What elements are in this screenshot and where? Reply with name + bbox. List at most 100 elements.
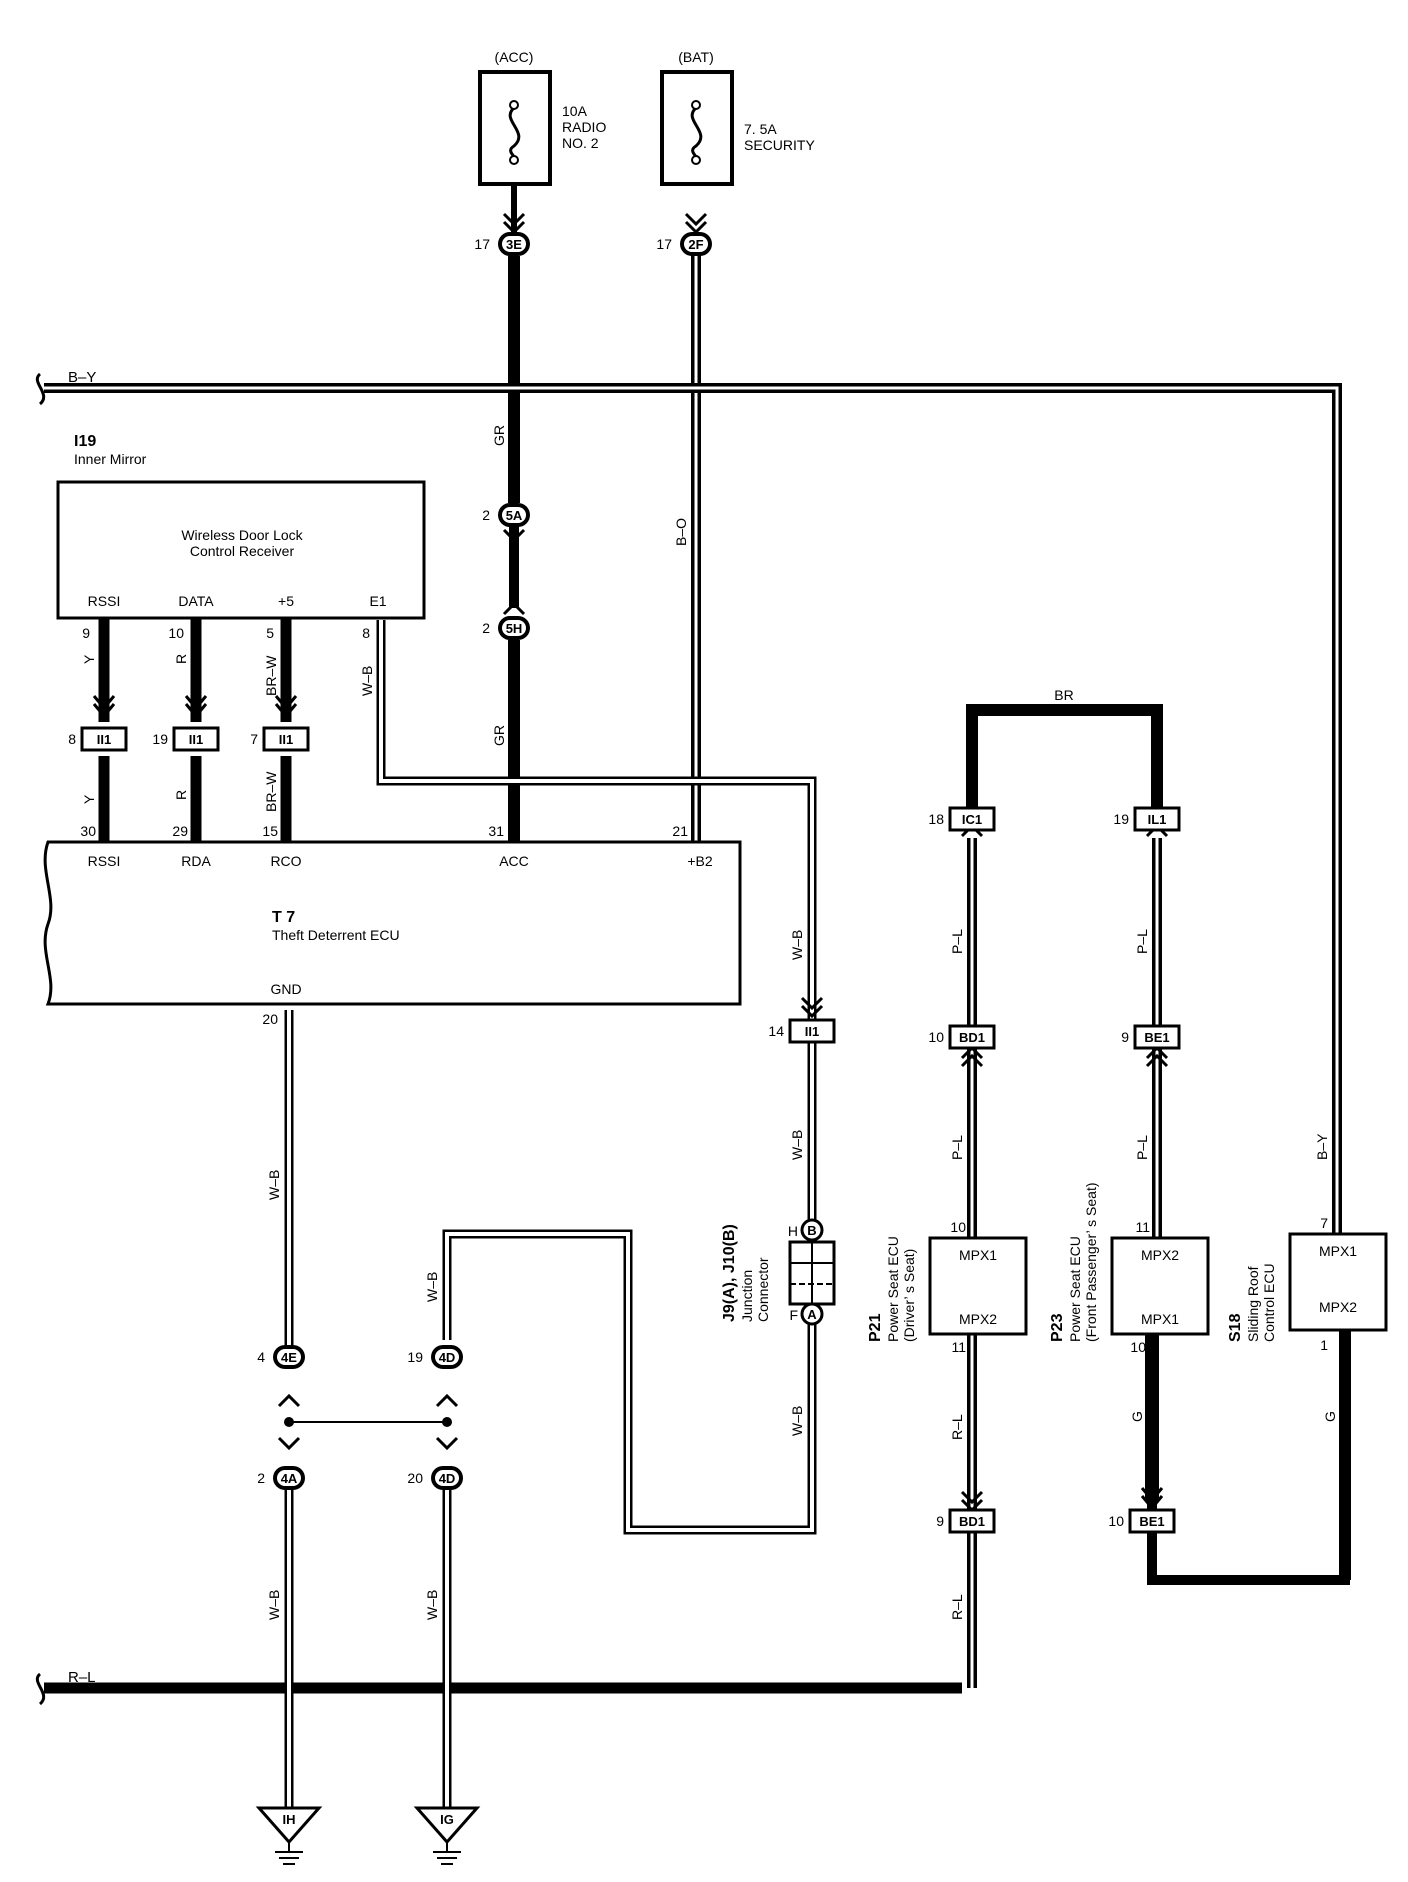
p23-name-1: Power Seat ECU [1067, 1236, 1083, 1342]
svg-text:H: H [788, 1223, 798, 1239]
svg-text:17: 17 [474, 236, 490, 252]
t7-pin-acc: 31 [488, 823, 504, 839]
i19-pin-data: 10 [168, 625, 184, 641]
svg-text:R: R [173, 654, 189, 664]
i19-desc-2: Control Receiver [190, 543, 295, 559]
svg-text:W–B: W–B [789, 1130, 805, 1160]
p21-bot-term: MPX2 [959, 1311, 997, 1327]
svg-text:A: A [807, 1307, 817, 1322]
connector-4d-lower: 4D 20 [407, 1466, 463, 1490]
wires-striped [44, 250, 1342, 1808]
bus-break-top-icon [35, 372, 46, 406]
svg-text:B–Y: B–Y [1314, 1133, 1330, 1160]
t7-code: T 7 [272, 909, 295, 926]
t7-theft-deterrent-ecu: RSSI RDA RCO ACC +B2 30 29 15 31 21 T 7 … [43, 823, 742, 1027]
svg-text:R–L: R–L [949, 1594, 965, 1620]
svg-text:5H: 5H [506, 621, 523, 636]
s18-top-pin: 7 [1320, 1215, 1328, 1231]
i19-term-rssi: RSSI [88, 593, 121, 609]
connector-4d-upper: 4D 19 [407, 1345, 463, 1369]
s18-code: S18 [1227, 1313, 1244, 1342]
i19-inner-mirror: I19 Inner Mirror Wireless Door Lock Cont… [56, 433, 426, 641]
p23-bot-term: MPX1 [1141, 1311, 1179, 1327]
svg-text:R: R [173, 790, 189, 800]
svg-text:BE1: BE1 [1144, 1030, 1169, 1045]
svg-text:W–B: W–B [789, 930, 805, 960]
connector-5a: 5A 2 [482, 503, 530, 527]
p21-name-1: Power Seat ECU [885, 1236, 901, 1342]
p21-top-pin: 10 [950, 1219, 966, 1235]
svg-text:IC1: IC1 [962, 812, 982, 827]
svg-text:10: 10 [928, 1029, 944, 1045]
splice-dot-left [284, 1417, 294, 1427]
svg-text:B: B [807, 1223, 816, 1238]
svg-text:5A: 5A [506, 508, 523, 523]
svg-text:B–O: B–O [673, 518, 689, 546]
connector-4e: 4E 4 [257, 1345, 305, 1369]
svg-text:BR–W: BR–W [263, 771, 279, 812]
svg-text:W–B: W–B [359, 666, 375, 696]
bus-break-bottom-icon [35, 1672, 46, 1706]
svg-text:W–B: W–B [424, 1272, 440, 1302]
t7-term-rda: RDA [181, 853, 211, 869]
i19-pin-e1: 8 [362, 625, 370, 641]
svg-text:BD1: BD1 [959, 1030, 985, 1045]
p23-power-seat-ecu-passenger: MPX2 MPX1 11 10 P23 Power Seat ECU (Fron… [1049, 1182, 1210, 1355]
svg-text:II1: II1 [805, 1024, 819, 1039]
t7-term-acc: ACC [499, 853, 529, 869]
fuse-bat-source: (BAT) [678, 49, 714, 65]
connector-ic1: IC1 18 [928, 806, 996, 832]
t7-pin-rda: 29 [172, 823, 188, 839]
connector-ii1-wb: II1 14 [768, 1018, 836, 1044]
rect-connectors: II1 8 II1 19 II1 7 II1 14 IC1 18 IL1 19 [68, 726, 1181, 1534]
connector-5h: 5H 2 [482, 616, 530, 640]
svg-text:BD1: BD1 [959, 1514, 985, 1529]
svg-text:G: G [1129, 1411, 1145, 1422]
svg-text:BE1: BE1 [1139, 1514, 1164, 1529]
i19-code: I19 [74, 433, 96, 450]
t7-term-gnd: GND [270, 981, 301, 997]
ground-ih: IH [255, 1806, 323, 1865]
wires-solid [44, 184, 1351, 1694]
svg-text:19: 19 [1113, 811, 1129, 827]
svg-text:Y: Y [81, 794, 97, 804]
connector-ii1-data: II1 19 [152, 726, 220, 752]
p21-bot-pin: 11 [951, 1339, 966, 1355]
svg-text:P–L: P–L [1134, 1135, 1150, 1160]
s18-bot-pin: 1 [1320, 1337, 1328, 1353]
s18-bot-term: MPX2 [1319, 1299, 1357, 1315]
fuse-bat: (BAT) 7. 5A SECURITY [660, 49, 815, 186]
t7-term-rco: RCO [270, 853, 301, 869]
p21-power-seat-ecu-driver: MPX1 MPX2 10 11 P21 Power Seat ECU (Driv… [867, 1219, 1028, 1355]
svg-text:GR: GR [491, 725, 507, 746]
splice-dot-right [442, 1417, 452, 1427]
ground-ig: IG [413, 1806, 481, 1865]
svg-text:BR: BR [1054, 687, 1073, 703]
i19-term-e1: E1 [369, 593, 386, 609]
p23-bot-pin: 10 [1130, 1339, 1146, 1355]
t7-pin-gnd: 20 [262, 1011, 278, 1027]
svg-text:W–B: W–B [789, 1406, 805, 1436]
svg-text:P–L: P–L [949, 929, 965, 954]
t7-term-rssi: RSSI [88, 853, 121, 869]
svg-text:14: 14 [768, 1023, 784, 1039]
svg-text:19: 19 [152, 731, 168, 747]
i19-pin-rssi: 9 [82, 625, 90, 641]
p23-top-term: MPX2 [1141, 1247, 1179, 1263]
svg-text:20: 20 [407, 1470, 423, 1486]
i19-desc-1: Wireless Door Lock [181, 527, 303, 543]
p23-code: P23 [1049, 1313, 1066, 1342]
junction-name-1: Junction [739, 1270, 755, 1322]
svg-text:IH: IH [283, 1812, 296, 1827]
svg-text:IG: IG [440, 1812, 454, 1827]
svg-text:4A: 4A [281, 1471, 298, 1486]
p21-top-term: MPX1 [959, 1247, 997, 1263]
fuse-acc-rating: 10A [562, 103, 588, 119]
svg-text:GR: GR [491, 425, 507, 446]
p21-name-2: (Driver’ s Seat) [901, 1249, 917, 1342]
t7-name: Theft Deterrent ECU [272, 927, 400, 943]
svg-text:P–L: P–L [949, 1135, 965, 1160]
svg-text:2F: 2F [688, 237, 703, 252]
svg-text:4D: 4D [439, 1350, 456, 1365]
